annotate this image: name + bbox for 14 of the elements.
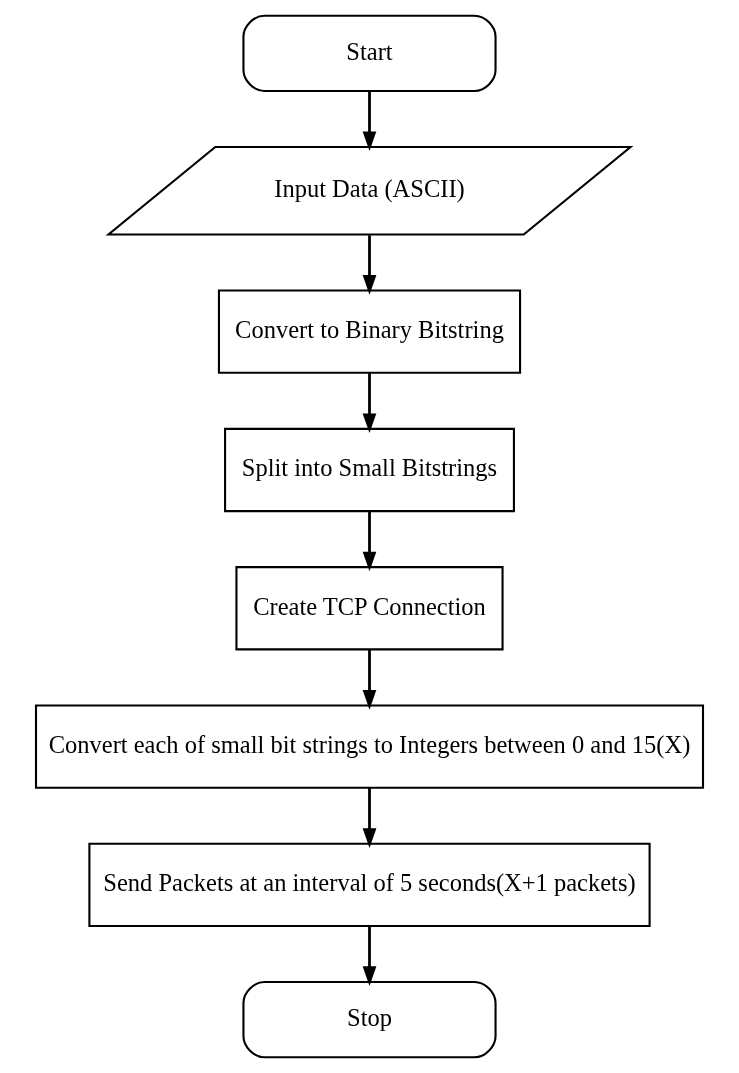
arrow <box>362 373 377 434</box>
arrow <box>362 511 377 572</box>
node-box: Convert each of small bit strings to Integers between 0 and 15(X) <box>34 704 705 789</box>
node-box: Send Packets at an interval of 5 seconds(X+1 packets) <box>88 842 651 928</box>
node-box: Stop <box>242 981 497 1059</box>
arrow <box>362 926 377 986</box>
arrow <box>362 649 377 710</box>
arrow <box>362 788 377 848</box>
node-box: Convert to Binary Bitstring <box>217 289 522 374</box>
node-box: Split into Small Bitstrings <box>224 427 515 513</box>
arrow <box>362 90 377 152</box>
arrow <box>362 235 377 295</box>
node-box: Create TCP Connection <box>235 566 504 651</box>
node-box: Start <box>242 14 497 92</box>
